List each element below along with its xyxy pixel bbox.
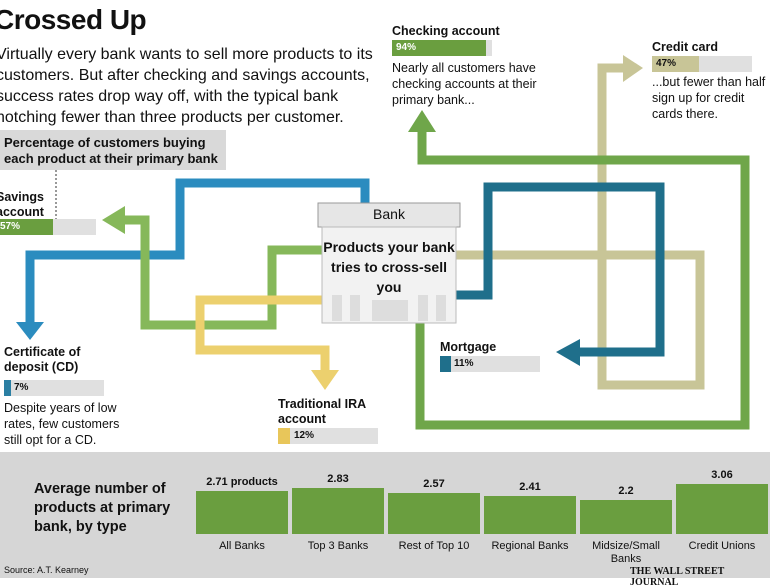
savings-label: Savings account	[0, 190, 44, 219]
ira-bar: 12%	[278, 428, 378, 444]
chart-title: Crossed Up	[0, 4, 147, 35]
savings-flow-line	[125, 215, 360, 330]
credit-card-value: 47%	[656, 58, 677, 69]
mortgage-flow-line	[440, 182, 665, 357]
bar-value-label: 2.57	[423, 478, 445, 491]
checking-label: Checking account	[392, 24, 500, 38]
checking-bar-fill	[392, 40, 486, 56]
ira-label: Traditional IRA account	[278, 397, 366, 426]
checking-value: 94%	[396, 42, 417, 53]
ira-value: 12%	[294, 430, 315, 441]
savings-bar: 57%	[0, 219, 96, 235]
bar-midsize-small-banks	[580, 500, 672, 534]
mortgage-arrow-head	[556, 339, 580, 366]
credit-card-arrow-head	[623, 55, 643, 82]
bar-category-label: Regional Banks	[491, 540, 569, 552]
bar-category-label: Credit Unions	[688, 540, 756, 552]
checking-bar: 94%	[392, 40, 492, 56]
credit-card-note: ...but fewer than half sign up for credi…	[652, 75, 766, 121]
bar-all-banks	[196, 490, 288, 534]
bar-value-label: 3.06	[711, 469, 733, 481]
bar-category-label: Midsize/Small Banks	[592, 540, 660, 565]
bank-label: Bank	[373, 206, 405, 222]
ira-bar-fill	[278, 428, 290, 444]
savings-bar-fill	[0, 219, 53, 235]
flow-diagram	[16, 55, 750, 430]
credit-card-bar-fill	[652, 56, 699, 72]
bar-credit-unions	[676, 484, 768, 534]
bank-building-icon	[317, 202, 461, 324]
savings-value: 57%	[0, 221, 21, 232]
bar-value-label: 2.2	[618, 485, 634, 498]
ira-flow-line	[195, 295, 330, 372]
cd-note: Despite years of low rates, few customer…	[4, 401, 120, 447]
bar-category-label: Rest of Top 10	[398, 540, 470, 552]
mortgage-bar: 11%	[440, 356, 540, 372]
cd-bar-fill	[4, 380, 11, 396]
savings-arrow-head	[102, 206, 125, 234]
mortgage-value: 11%	[454, 358, 474, 369]
bar-value-label: 2.71 products	[206, 475, 278, 488]
cd-value: 7%	[14, 382, 29, 393]
credit-card-bar: 47%	[652, 56, 752, 72]
credit-card-label: Credit card	[652, 40, 718, 54]
bar-value-label: 2.41	[519, 481, 541, 494]
bar-category-label: All Banks	[219, 540, 265, 552]
bar-top-3-banks	[292, 488, 384, 534]
cd-bar: 7%	[4, 380, 104, 396]
intro-text: Virtually every bank wants to sell more …	[0, 46, 373, 126]
publisher-credit: THE WALL STREET JOURNAL	[630, 566, 725, 588]
mortgage-bar-fill	[440, 356, 451, 372]
bar-regional-banks	[484, 496, 576, 534]
cd-label: Certificate of deposit (CD)	[4, 345, 81, 374]
cd-flow-line	[25, 178, 370, 325]
cd-arrow-head	[16, 322, 44, 340]
bar-rest-of-top-10	[388, 493, 480, 534]
bar-chart-title: Average number of products at primary ba…	[34, 481, 171, 535]
bank-description: Products your bank tries to cross-sell y…	[323, 239, 455, 295]
checking-note: Nearly all customers have checking accou…	[392, 61, 537, 107]
source-note: Source: A.T. Kearney	[4, 565, 89, 575]
mortgage-label: Mortgage	[440, 340, 497, 354]
bar-category-label: Top 3 Banks	[307, 540, 369, 552]
ira-arrow-head	[311, 370, 339, 390]
checking-arrow-head	[408, 110, 436, 132]
bar-value-label: 2.83	[327, 473, 349, 486]
percentage-caption: Percentage of customers buying each prod…	[0, 130, 226, 170]
